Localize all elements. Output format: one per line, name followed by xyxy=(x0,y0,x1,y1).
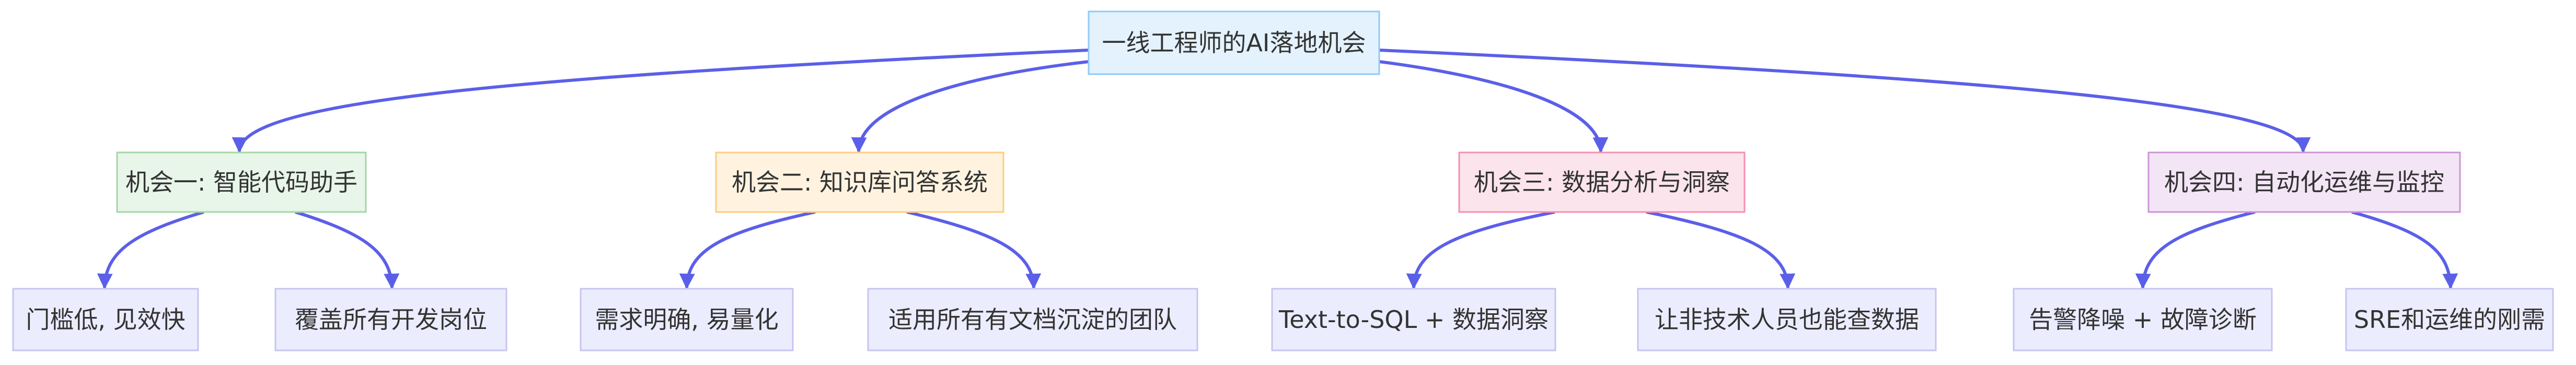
opportunity-node-1-label: 机会一: 智能代码助手 xyxy=(125,168,357,196)
opportunity-node-4-label: 机会四: 自动化运维与监控 xyxy=(2164,168,2444,196)
opportunity-node-2-label: 机会二: 知识库问答系统 xyxy=(732,168,988,196)
edge-opportunity-3-to-detail-b xyxy=(1646,210,1796,289)
detail-node-3a-label: Text-to-SQL + 数据洞察 xyxy=(1278,305,1549,334)
edge-root-to-opportunity-4 xyxy=(1379,49,2311,153)
detail-node-1a-box xyxy=(12,288,199,351)
detail-node-2a-box xyxy=(580,288,794,351)
opportunity-node-2[interactable]: 机会二: 知识库问答系统 xyxy=(715,151,1004,213)
detail-node-2b[interactable]: 适用所有有文档沉淀的团队 xyxy=(867,288,1198,351)
detail-node-1b-label: 覆盖所有开发岗位 xyxy=(295,305,487,334)
edge-root-to-opportunity-3 xyxy=(1379,60,1609,153)
detail-node-4a-box xyxy=(2013,288,2273,351)
detail-node-2a-label: 需求明确, 易量化 xyxy=(595,305,778,334)
edge-opportunity-1-to-detail-a xyxy=(97,210,204,289)
edge-root-to-opportunity-2 xyxy=(851,60,1089,153)
opportunity-node-3-box xyxy=(1458,151,1746,213)
detail-node-1b-box xyxy=(274,288,507,351)
detail-node-3b-box xyxy=(1637,288,1937,351)
edge-opportunity-3-to-detail-a xyxy=(1406,210,1555,289)
detail-node-4a[interactable]: 告警降噪 + 故障诊断 xyxy=(2013,288,2273,351)
opportunity-node-1[interactable]: 机会一: 智能代码助手 xyxy=(116,151,367,213)
detail-node-2b-label: 适用所有有文档沉淀的团队 xyxy=(888,305,1177,334)
root-node-label: 一线工程师的AI落地机会 xyxy=(1102,29,1366,57)
detail-node-3a-box xyxy=(1271,288,1556,351)
edge-opportunity-1-to-detail-b xyxy=(295,210,400,289)
opportunity-node-1-box xyxy=(116,151,367,213)
edge-opportunity-2-to-detail-b xyxy=(906,210,1042,289)
root-node[interactable]: 一线工程师的AI落地机会 xyxy=(1088,10,1380,75)
opportunity-node-4-box xyxy=(2147,151,2461,213)
connector-layer xyxy=(97,49,2458,289)
detail-node-4b-label: SRE和运维的刚需 xyxy=(2354,305,2545,334)
opportunity-node-2-box xyxy=(715,151,1004,213)
edge-opportunity-4-to-detail-b xyxy=(2351,210,2458,289)
edge-root-to-opportunity-1 xyxy=(232,49,1089,153)
detail-node-2b-box xyxy=(867,288,1198,351)
root-node-box xyxy=(1088,10,1380,75)
opportunity-node-3-label: 机会三: 数据分析与洞察 xyxy=(1474,168,1730,196)
detail-node-3b-label: 让非技术人员也能查数据 xyxy=(1655,305,1919,334)
detail-node-4b-box xyxy=(2345,288,2554,351)
detail-node-4b[interactable]: SRE和运维的刚需 xyxy=(2345,288,2554,351)
detail-node-1a[interactable]: 门槛低, 见效快 xyxy=(12,288,199,351)
edge-opportunity-4-to-detail-a xyxy=(2135,210,2256,289)
detail-node-2a[interactable]: 需求明确, 易量化 xyxy=(580,288,794,351)
detail-node-3b[interactable]: 让非技术人员也能查数据 xyxy=(1637,288,1937,351)
detail-node-4a-label: 告警降噪 + 故障诊断 xyxy=(2029,305,2257,334)
detail-node-1a-label: 门槛低, 见效快 xyxy=(26,305,185,334)
detail-node-3a[interactable]: Text-to-SQL + 数据洞察 xyxy=(1271,288,1556,351)
opportunity-node-4[interactable]: 机会四: 自动化运维与监控 xyxy=(2147,151,2461,213)
detail-node-1b[interactable]: 覆盖所有开发岗位 xyxy=(274,288,507,351)
edge-opportunity-2-to-detail-a xyxy=(679,210,816,289)
opportunity-node-3[interactable]: 机会三: 数据分析与洞察 xyxy=(1458,151,1746,213)
